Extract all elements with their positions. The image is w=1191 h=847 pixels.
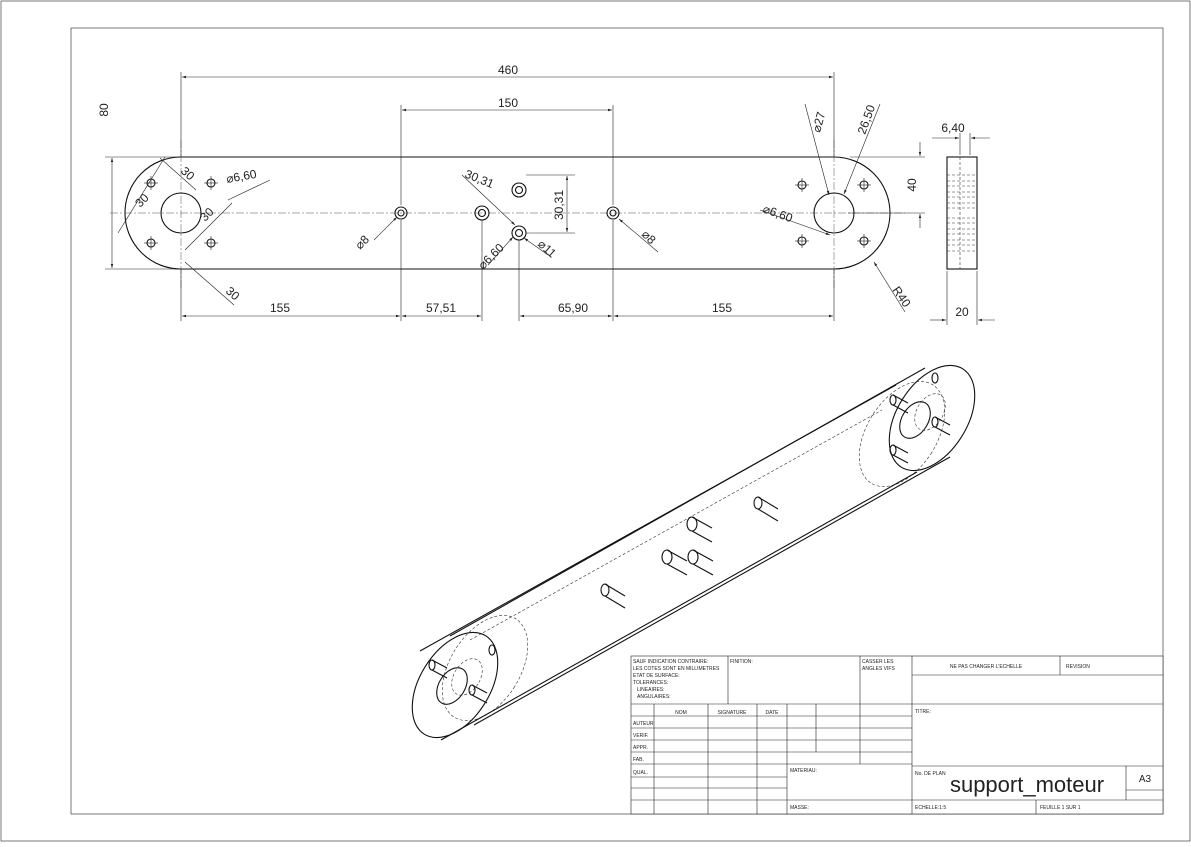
dim-30-top: 30 xyxy=(178,164,198,184)
center-holes xyxy=(394,182,620,241)
tb-row-auteur: AUTEUR xyxy=(633,721,654,727)
tb-titre: TITRE: xyxy=(915,709,931,715)
dim-dia-6-60-right: ⌀6,60 xyxy=(761,202,795,226)
dim-dia-6-60-center: ⌀6,60 xyxy=(475,240,507,272)
tb-part-name: support_moteur xyxy=(950,772,1104,797)
tb-note-5: ANGULAIRES: xyxy=(637,694,671,700)
tb-note-4: LINEAIRES: xyxy=(637,687,665,693)
dim-30-31-vert: 30,31 xyxy=(552,190,566,220)
left-bore xyxy=(160,192,202,234)
tb-casser-1: CASSER LES xyxy=(862,659,894,665)
tb-col-date: DATE xyxy=(766,710,780,716)
dim-155-left: 155 xyxy=(270,301,290,315)
dim-dia-11: ⌀11 xyxy=(535,237,559,261)
right-leaders xyxy=(759,103,906,313)
dim-dia-6-60-left: ⌀6,60 xyxy=(225,167,258,186)
dim-80: 80 xyxy=(97,103,111,117)
drawing-frame xyxy=(70,27,1164,815)
tb-col-signature: SIGNATURE xyxy=(718,710,747,716)
dim-65-90: 65,90 xyxy=(558,301,588,315)
center-leaders xyxy=(373,174,659,266)
dim-20: 20 xyxy=(955,305,969,319)
tb-format: A3 xyxy=(1139,774,1152,785)
dim-150: 150 xyxy=(498,96,518,110)
tb-feuille: FEUILLE 1 SUR 1 xyxy=(1040,805,1081,811)
dim-57-51: 57,51 xyxy=(426,301,456,315)
left-small-holes xyxy=(144,176,218,250)
dim-30-left: 30 xyxy=(132,191,152,211)
dim-dia-8-left: ⌀8 xyxy=(352,232,372,252)
dim-155-right: 155 xyxy=(712,301,732,315)
dim-r40: R40 xyxy=(890,284,914,310)
dim-dia-27: ⌀27 xyxy=(809,110,828,134)
left-square-dims xyxy=(117,156,271,306)
tb-note-0: SAUF INDICATION CONTRAIRE: xyxy=(633,659,708,665)
dim-30-bottom: 30 xyxy=(223,284,243,304)
tb-row-qual: QUAL. xyxy=(633,770,648,776)
right-small-holes xyxy=(795,178,871,248)
dim-460: 460 xyxy=(498,63,518,77)
title-block: SAUF INDICATION CONTRAIRE: LES COTES SON… xyxy=(630,655,1164,815)
tb-note-1: LES COTES SONT EN MILLIMETRES xyxy=(633,666,720,672)
tb-no-scale: NE PAS CHANGER L'ECHELLE xyxy=(950,664,1023,670)
tb-finition: FINITION: xyxy=(730,659,753,665)
tb-col-nom: NOM xyxy=(675,710,687,716)
tb-row-fab: FAB. xyxy=(633,757,644,763)
isometric-view xyxy=(411,364,976,741)
dim-40: 40 xyxy=(905,178,919,192)
dimension-lines xyxy=(105,72,925,321)
tb-casser-2: ANGLES VIFS xyxy=(862,666,895,672)
tb-no-plan: No. DE PLAN xyxy=(915,771,946,777)
dim-26-50: 26,50 xyxy=(855,103,879,136)
top-view: 460 150 80 40 155 57,51 65,90 155 ⌀6,60 … xyxy=(97,63,925,321)
dim-dia-8-right: ⌀8 xyxy=(639,227,659,247)
tb-materiau: MATERIAU: xyxy=(790,768,817,774)
tb-masse: MASSE: xyxy=(790,805,809,811)
tb-echelle: ECHELLE:1:5 xyxy=(915,805,946,811)
tb-note-3: TOLERANCES: xyxy=(633,680,668,686)
tb-row-appr: APPR. xyxy=(633,745,648,751)
tb-note-2: ETAT DE SURFACE: xyxy=(633,673,680,679)
side-view: 6,40 20 xyxy=(930,121,995,325)
tb-row-verif: VERIF. xyxy=(633,733,649,739)
dim-30-31-diag: 30,31 xyxy=(463,167,496,191)
dim-6-40: 6,40 xyxy=(941,121,965,135)
tb-revision: REVISION xyxy=(1066,664,1090,670)
